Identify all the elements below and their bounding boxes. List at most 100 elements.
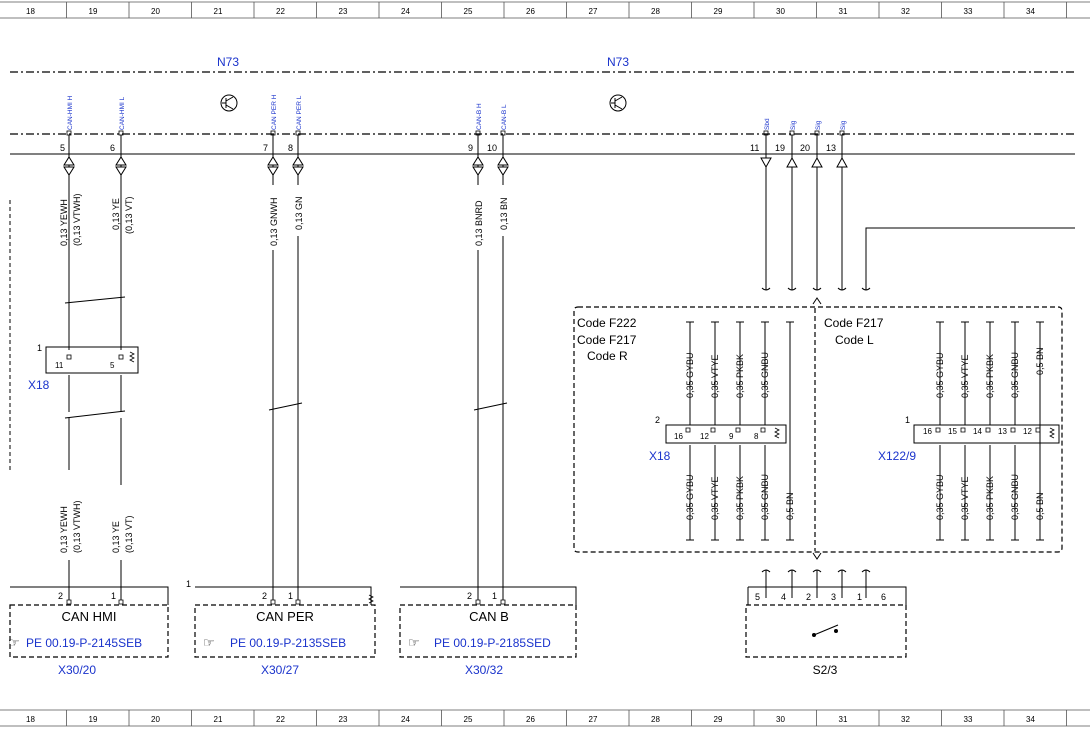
wire-breaks xyxy=(761,227,1075,305)
pin-number: 13 xyxy=(826,143,836,153)
connector-name: X30/27 xyxy=(261,663,299,677)
reference-link[interactable]: PE 00.19-P-2135SEB xyxy=(230,636,346,650)
wire-label: 0,13 YE xyxy=(111,521,121,553)
shield-icon xyxy=(368,594,374,604)
ruler-label: 22 xyxy=(276,7,285,16)
top-pin-7: CAN PER H 7 xyxy=(263,94,278,153)
connector-name: X18 xyxy=(28,378,50,392)
pin-number: 11 xyxy=(55,361,64,370)
transistor-icon xyxy=(609,94,627,112)
ruler-label: 33 xyxy=(964,7,973,16)
module-label-left: N73 xyxy=(217,55,239,69)
pin-number: 10 xyxy=(487,143,497,153)
switch-s2-3: 5 4 2 3 1 6 S2/3 xyxy=(745,569,907,677)
pin-number: 5 xyxy=(755,592,760,602)
wire-label: 0,35 VTYE xyxy=(710,354,720,398)
module-label-right: N73 xyxy=(607,55,629,69)
top-pin-11: Sbd 11 xyxy=(750,118,771,153)
pin-number: 19 xyxy=(775,143,785,153)
ruler-label: 28 xyxy=(651,7,660,16)
ruler-label: 21 xyxy=(214,715,223,724)
wire-label: 0,35 PKBK xyxy=(735,476,745,520)
pin-label: CAN PER L xyxy=(296,95,303,130)
ruler-label: 21 xyxy=(214,7,223,16)
pin-number: 11 xyxy=(750,143,759,153)
wire-label: 0,13 YE xyxy=(111,198,121,230)
code-label: Code F217 xyxy=(824,316,884,330)
pin-number: 1 xyxy=(492,591,497,601)
connector-name: X30/32 xyxy=(465,663,503,677)
pin-number: 5 xyxy=(110,361,115,370)
ruler-label: 27 xyxy=(589,7,598,16)
pin-number: 7 xyxy=(263,143,268,153)
ruler-label: 34 xyxy=(1026,7,1035,16)
wire-label: 0,5 BN xyxy=(785,492,795,520)
pin-number: 15 xyxy=(948,427,957,436)
pin-number: 20 xyxy=(800,143,810,153)
wire-label: (0,13 VTWH) xyxy=(72,500,82,553)
ruler-label: 29 xyxy=(714,715,723,724)
pin-number: 8 xyxy=(754,432,759,441)
pin-number: 8 xyxy=(288,143,293,153)
code-label: Code L xyxy=(835,333,874,347)
pin-number: 9 xyxy=(729,432,734,441)
pin-label: CAN-B H xyxy=(476,103,483,130)
connector-name: X30/20 xyxy=(58,663,96,677)
top-pin-10: CAN-B L 10 xyxy=(487,104,508,153)
pin-number: 14 xyxy=(973,427,982,436)
pin-number: 3 xyxy=(831,592,836,602)
pin-number: 9 xyxy=(468,143,473,153)
wire-label: 0,13 BNRD xyxy=(474,200,484,246)
ruler-label: 26 xyxy=(526,7,535,16)
code-label: Code F222 xyxy=(577,316,637,330)
ruler-label: 19 xyxy=(89,7,98,16)
code-label: Code F217 xyxy=(577,333,637,347)
connector-x18-left: 1 11 5 X18 xyxy=(28,343,139,392)
wire-label: 0,35 PKBK xyxy=(735,354,745,398)
wire-label: (0,13 VT) xyxy=(124,196,134,234)
shield-icon xyxy=(129,351,135,363)
pin-number: 2 xyxy=(467,591,472,601)
wire-label: 0,35 GNBU xyxy=(1010,474,1020,520)
wire-label: (0,13 VT) xyxy=(124,515,134,553)
wire-label: 0,35 VTYE xyxy=(960,354,970,398)
ruler-label: 18 xyxy=(26,7,35,16)
ruler-label: 25 xyxy=(464,7,473,16)
reference-link[interactable]: PE 00.19-P-2145SEB xyxy=(26,636,142,650)
connector-marker: 1 xyxy=(37,343,42,353)
pin-label: CAN PER H xyxy=(271,94,278,130)
ruler-label: 30 xyxy=(776,715,785,724)
connector-marker: 1 xyxy=(186,579,191,589)
ruler-label: 29 xyxy=(714,7,723,16)
reference-link[interactable]: PE 00.19-P-2185SED xyxy=(434,636,551,650)
ruler-label: 34 xyxy=(1026,715,1035,724)
pin-number: 6 xyxy=(110,143,115,153)
wire-label: 0,35 GYBU xyxy=(685,352,695,398)
wire-label: 0,13 YEWH xyxy=(59,506,69,553)
wire-label: 0,35 GNBU xyxy=(760,352,770,398)
wire-label: 0,35 GYBU xyxy=(935,352,945,398)
signal-arrow-icons xyxy=(760,135,848,290)
wire-label: 0,13 YEWH xyxy=(59,199,69,246)
ruler-label: 20 xyxy=(151,715,160,724)
ruler-label: 19 xyxy=(89,715,98,724)
wire-label: (0,13 VTWH) xyxy=(72,193,82,246)
switch-name: S2/3 xyxy=(813,663,838,677)
bottom-box-can-hmi: 2 1 CAN HMI ☞ PE 00.19-P-2145SEB X30/20 xyxy=(8,586,169,677)
ruler-label: 24 xyxy=(401,715,410,724)
wire-label: 0,35 PKBK xyxy=(985,476,995,520)
pin-number: 16 xyxy=(674,432,683,441)
pin-number: 13 xyxy=(998,427,1007,436)
transistor-icon xyxy=(220,94,238,112)
connector-marker: 2 xyxy=(655,415,660,425)
pin-number: 16 xyxy=(923,427,932,436)
reference-icon: ☞ xyxy=(203,635,215,650)
top-pin-5: CAN-HMI H 5 xyxy=(60,95,74,153)
wire-label: 0,35 GYBU xyxy=(935,474,945,520)
pin-number: 1 xyxy=(288,591,293,601)
shield-icon xyxy=(1049,427,1055,439)
pin-label: Sig xyxy=(790,120,797,130)
connector-name: X18 xyxy=(649,449,671,463)
